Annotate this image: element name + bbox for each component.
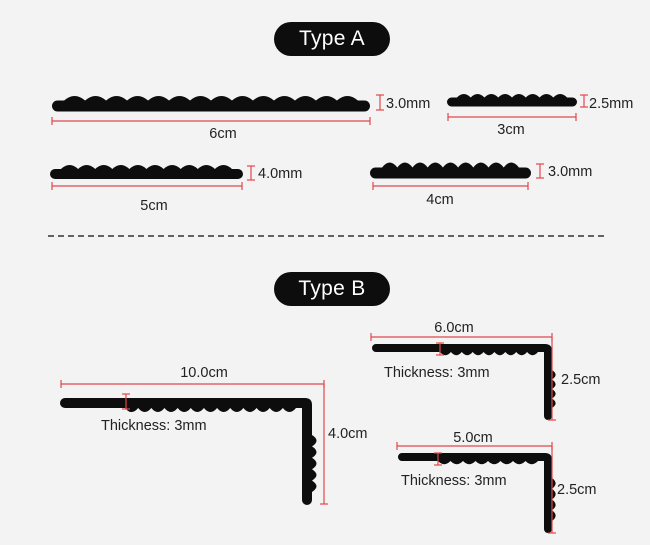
type-a-strip-3cm <box>447 94 588 121</box>
strip-5cm-thickness-label: 4.0mm <box>258 166 303 182</box>
strip-profile <box>370 162 531 179</box>
angle-profile <box>372 344 556 420</box>
type-a-strip-6cm <box>51 94 384 125</box>
type-a-strip-4cm <box>370 162 544 190</box>
angle-10cm-height-label: 4.0cm <box>328 426 368 442</box>
strip-6cm-thickness-label: 3.0mm <box>386 96 431 112</box>
type-b-angle-5cm <box>396 442 556 534</box>
type-b-title: Type B <box>274 272 390 306</box>
strip-5cm-width-label: 5cm <box>140 198 168 214</box>
strip-4cm-thickness-label: 3.0mm <box>548 164 593 180</box>
strip-3cm-thickness-label: 2.5mm <box>589 96 634 112</box>
strip-profile <box>52 96 371 112</box>
angle-profile <box>60 398 317 505</box>
type-a-strip-5cm <box>50 165 255 190</box>
angle-10cm-thickness-label: Thickness: 3mm <box>101 418 207 434</box>
angle-6cm-width-label: 6.0cm <box>434 320 474 336</box>
type-b-angle-6cm <box>370 333 556 421</box>
angle-5cm-thickness-label: Thickness: 3mm <box>401 473 507 489</box>
strip-3cm-width-label: 3cm <box>497 122 525 138</box>
strip-profile <box>50 165 243 179</box>
angle-6cm-height-label: 2.5cm <box>561 372 601 388</box>
strip-4cm-width-label: 4cm <box>426 192 454 208</box>
angle-10cm-width-label: 10.0cm <box>180 365 228 381</box>
angle-5cm-height-label: 2.5cm <box>557 482 597 498</box>
type-a-title: Type A <box>274 22 390 56</box>
strip-6cm-width-label: 6cm <box>209 126 237 142</box>
angle-5cm-width-label: 5.0cm <box>453 430 493 446</box>
angle-profile <box>398 453 556 533</box>
strip-profile <box>447 94 577 107</box>
type-b-angle-10cm <box>60 380 328 505</box>
angle-6cm-thickness-label: Thickness: 3mm <box>384 365 490 381</box>
